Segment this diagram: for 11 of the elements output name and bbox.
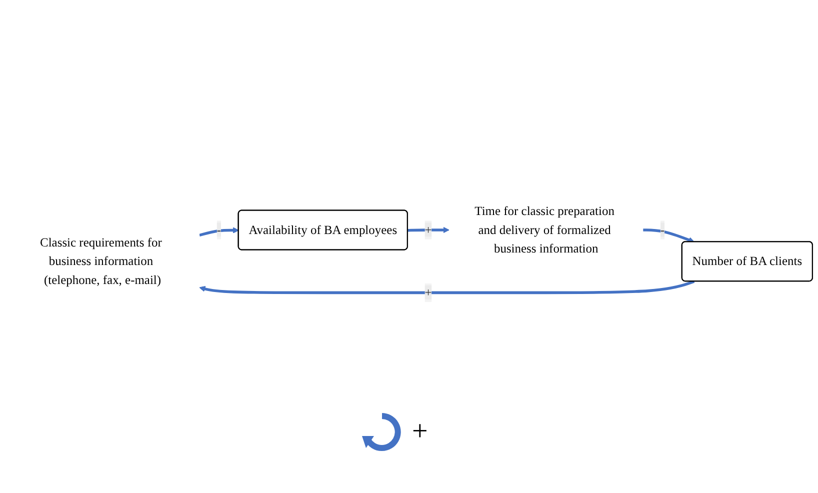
arrow [643, 228, 694, 243]
arrow [408, 226, 450, 233]
arrow [199, 226, 239, 236]
node-text: Classic requirements for business information (telephone, fax, e-mail) [40, 235, 162, 286]
edge-label: - [660, 222, 665, 236]
arrow [199, 280, 695, 294]
edge-label: - [216, 222, 221, 236]
edge-label: + [424, 222, 432, 236]
edge-label: + [424, 285, 432, 299]
loop-sign: + [412, 416, 428, 448]
node-text: Time for classic preparation and delivery of formalized business information [474, 204, 614, 255]
